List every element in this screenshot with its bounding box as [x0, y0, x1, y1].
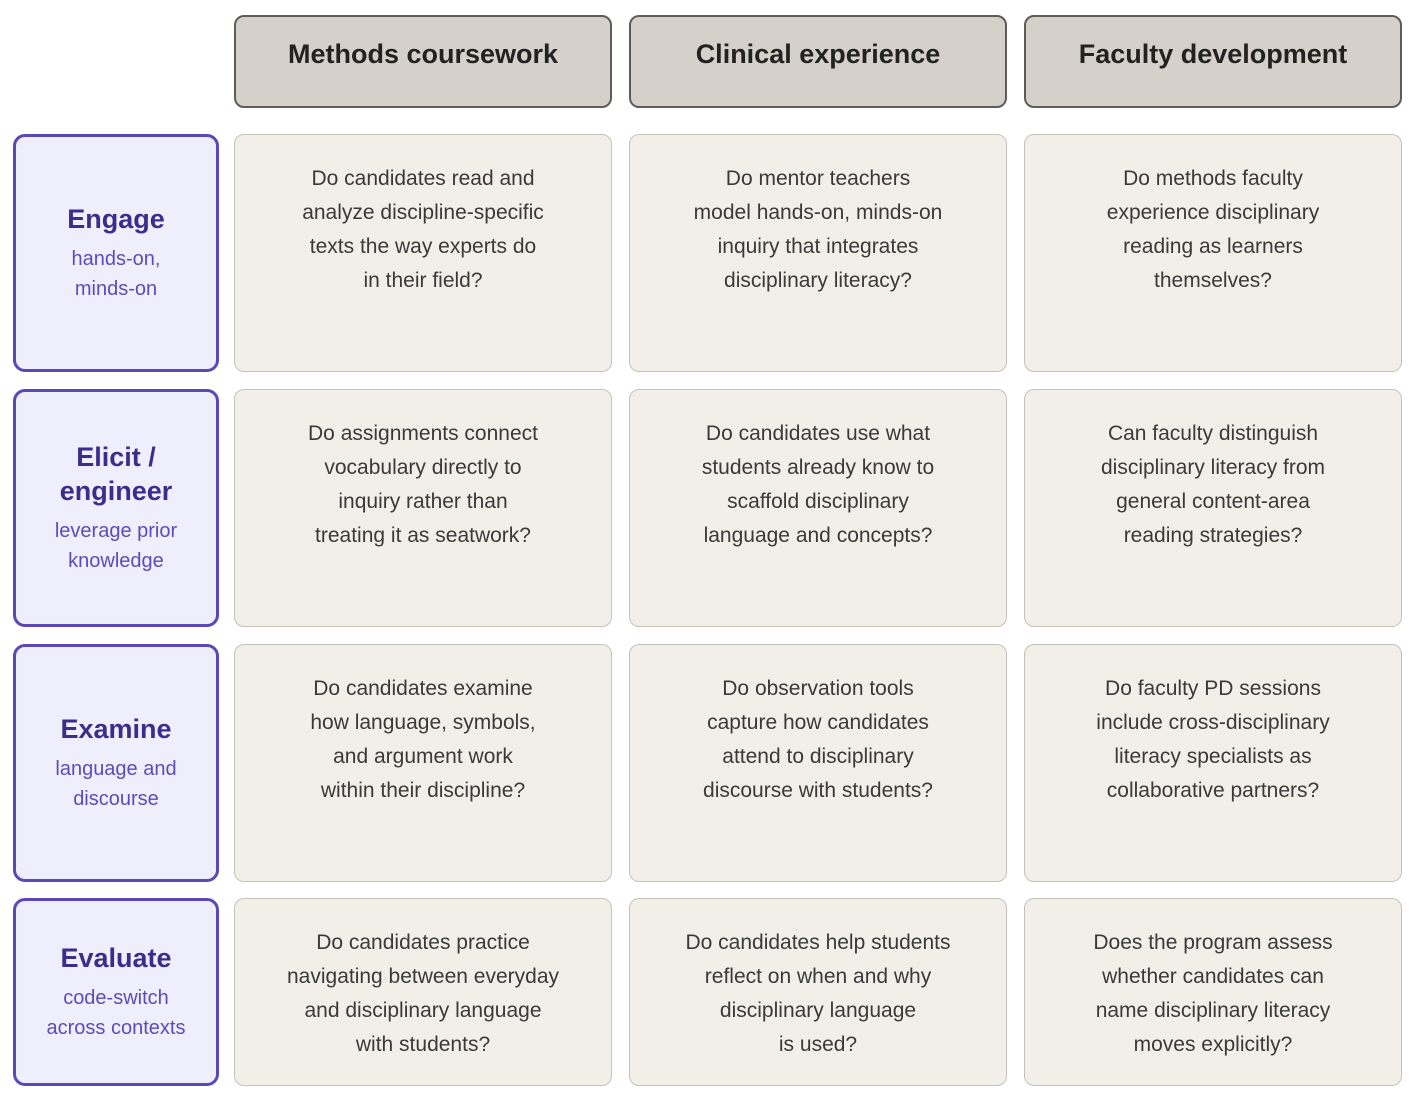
column-header-clinical-experience: Clinical experience — [629, 15, 1007, 108]
column-header-label: Clinical experience — [695, 39, 941, 69]
row-subtitle: code-switch across contexts — [46, 987, 186, 1039]
column-header-label: Methods coursework — [287, 39, 559, 69]
cell-elicit-methods-coursework: Do assignments connect vocabulary direct… — [234, 389, 612, 627]
row-title: Engage — [67, 204, 165, 234]
cell-elicit-clinical-experience: Do candidates use what students already … — [629, 389, 1007, 627]
row-title: Evaluate — [60, 943, 172, 973]
cell-evaluate-faculty-development: Does the program assess whether candidat… — [1024, 898, 1402, 1086]
cell-examine-clinical-experience: Do observation tools capture how candida… — [629, 644, 1007, 882]
column-header-faculty-development: Faculty development — [1024, 15, 1402, 108]
row-subtitle: leverage prior knowledge — [54, 520, 178, 572]
row-label-evaluate: Evaluate code-switch across contexts — [13, 898, 219, 1086]
cell-evaluate-clinical-experience: Do candidates help students reflect on w… — [629, 898, 1007, 1086]
cell-engage-faculty-development: Do methods faculty experience disciplina… — [1024, 134, 1402, 372]
cell-engage-methods-coursework: Do candidates read and analyze disciplin… — [234, 134, 612, 372]
row-subtitle: hands-on, minds-on — [71, 248, 161, 300]
column-header-label: Faculty development — [1078, 39, 1348, 69]
cell-examine-faculty-development: Do faculty PD sessions include cross-dis… — [1024, 644, 1402, 882]
cell-engage-clinical-experience: Do mentor teachers model hands-on, minds… — [629, 134, 1007, 372]
row-label-examine: Examine language and discourse — [13, 644, 219, 882]
cell-elicit-faculty-development: Can faculty distinguish disciplinary lit… — [1024, 389, 1402, 627]
row-label-elicit-engineer: Elicit / engineer leverage prior knowled… — [13, 389, 219, 627]
cell-examine-methods-coursework: Do candidates examine how language, symb… — [234, 644, 612, 882]
row-title: Elicit / engineer — [59, 442, 173, 506]
column-header-methods-coursework: Methods coursework — [234, 15, 612, 108]
row-title: Examine — [60, 714, 172, 744]
row-label-engage: Engage hands-on, minds-on — [13, 134, 219, 372]
row-subtitle: language and discourse — [55, 758, 177, 810]
cell-evaluate-methods-coursework: Do candidates practice navigating betwee… — [234, 898, 612, 1086]
